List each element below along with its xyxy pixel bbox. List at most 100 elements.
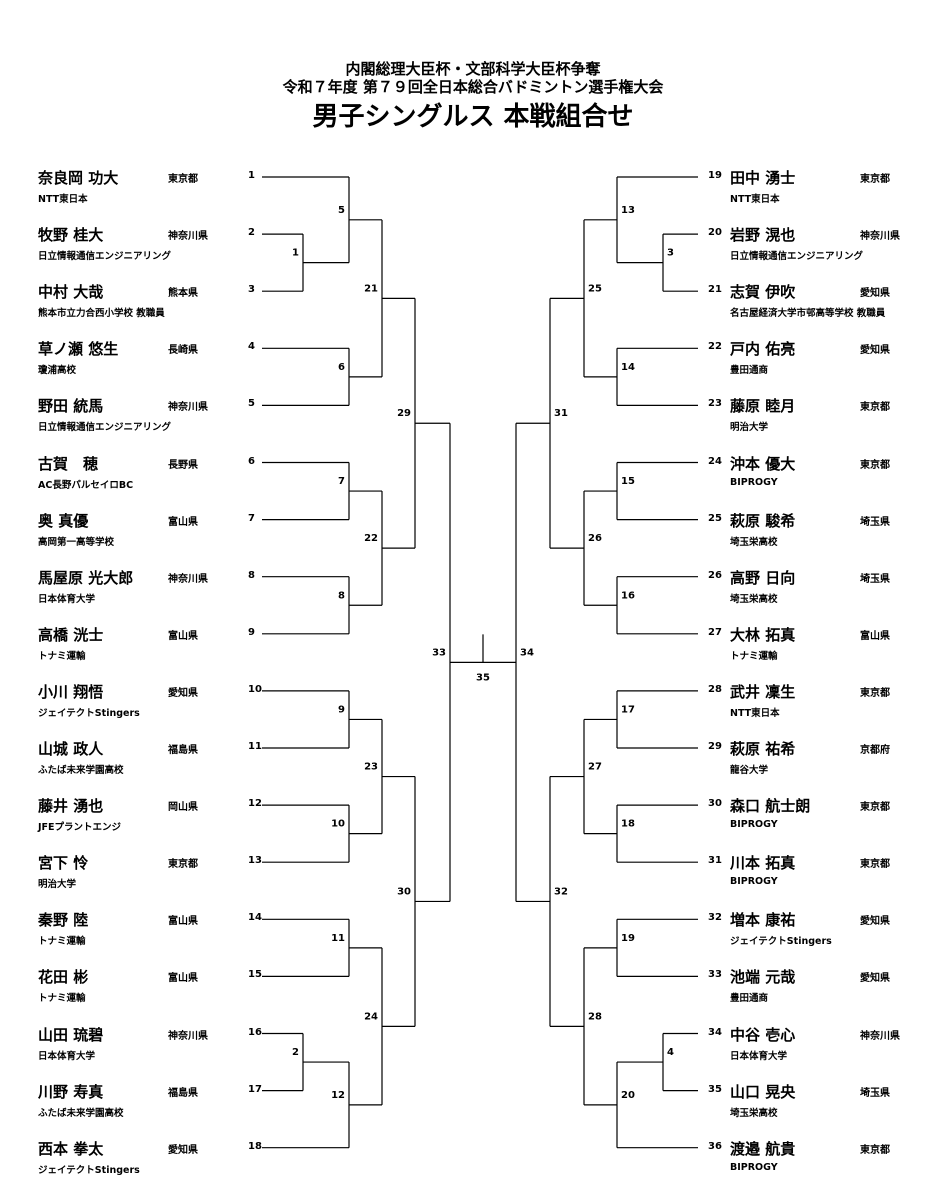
seed-number: 6 [248, 455, 255, 467]
player-team: 日本体育大学 [38, 1050, 96, 1062]
player-team: トナミ運輸 [38, 936, 86, 948]
player-prefecture: 東京都 [860, 859, 890, 871]
player-prefecture: 岡山県 [168, 802, 198, 814]
player-team: 明治大学 [730, 422, 769, 434]
match-number: 20 [621, 1090, 635, 1101]
player-entry: 花田 彬富山県トナミ運輸 [38, 966, 338, 1012]
seed-number: 28 [708, 683, 722, 695]
match-number: 34 [520, 647, 534, 658]
player-name: 岩野 滉也 [730, 226, 796, 245]
match-number: 1 [292, 248, 299, 259]
match-number: 14 [621, 362, 635, 373]
seed-number: 1 [248, 170, 255, 181]
match-number: 13 [621, 205, 635, 216]
seed-number: 26 [708, 569, 722, 581]
match-number: 29 [397, 408, 411, 419]
player-name: 池端 元哉 [730, 968, 796, 987]
match-number: 8 [338, 590, 345, 601]
match-number: 7 [338, 476, 345, 487]
seed-number: 12 [248, 798, 262, 810]
player-entry: 萩原 駿希埼玉県埼玉栄高校 [730, 510, 946, 556]
seed-number: 4 [248, 341, 255, 353]
player-prefecture: 神奈川県 [168, 1030, 208, 1042]
player-team: NTT東日本 [730, 194, 780, 205]
seed-number: 11 [248, 741, 262, 752]
player-name: 奈良岡 功大 [38, 169, 119, 187]
player-prefecture: 長野県 [168, 459, 198, 471]
player-prefecture: 愛知県 [860, 288, 890, 300]
player-prefecture: 愛知県 [860, 916, 890, 928]
match-number: 27 [588, 762, 602, 773]
player-name: 武井 凜生 [730, 682, 796, 701]
player-name: 西本 拳太 [38, 1139, 104, 1158]
player-prefecture: 埼玉県 [860, 573, 890, 585]
player-name: 森口 航士朗 [730, 797, 811, 816]
player-prefecture: 富山県 [860, 630, 890, 642]
player-team: 明治大学 [38, 879, 77, 891]
player-name: 山口 晃央 [730, 1082, 796, 1101]
player-name: 草ノ瀬 悠生 [38, 340, 119, 359]
match-number: 25 [588, 283, 602, 294]
match-number: 4 [667, 1047, 674, 1058]
match-number: 15 [621, 476, 635, 487]
player-entry: 草ノ瀬 悠生長崎県瓊浦高校 [38, 338, 338, 384]
player-prefecture: 埼玉県 [860, 516, 890, 528]
player-prefecture: 神奈川県 [168, 573, 208, 585]
match-number: 18 [621, 819, 635, 830]
player-team: ふたば未来学園高校 [38, 1107, 124, 1119]
player-prefecture: 福島県 [168, 745, 198, 756]
match-number: 24 [364, 1011, 378, 1022]
match-number: 26 [588, 533, 602, 544]
seed-number: 32 [708, 912, 722, 924]
player-name: 藤原 睦月 [730, 397, 796, 416]
player-name: 沖本 優大 [730, 454, 796, 473]
match-number: 30 [397, 886, 411, 897]
player-team: 日立情報通信エンジニアリング [730, 251, 864, 263]
player-entry: 宮下 怜東京都明治大学 [38, 852, 338, 898]
player-prefecture: 東京都 [168, 859, 198, 871]
player-entry: 川野 寿真福島県ふたば未来学園高校 [38, 1081, 338, 1127]
player-team: BIPROGY [730, 1161, 778, 1173]
player-name: 古賀 穂 [38, 454, 99, 473]
player-team: ジェイテクトStingers [38, 707, 140, 719]
player-name: 馬屋原 光大郎 [38, 568, 134, 587]
seed-number: 33 [708, 969, 722, 981]
match-number: 9 [338, 704, 345, 715]
player-entry: 中谷 壱心神奈川県日本体育大学 [730, 1024, 946, 1070]
player-entry: 高野 日向埼玉県埼玉栄高校 [730, 567, 946, 613]
seed-number: 5 [248, 398, 255, 410]
player-team: NTT東日本 [730, 707, 780, 719]
player-team: 豊田通商 [730, 993, 769, 1005]
player-prefecture: 埼玉県 [860, 1087, 890, 1099]
seed-number: 35 [708, 1083, 722, 1095]
player-team: 熊本市立力合西小学校 教職員 [38, 308, 165, 320]
seed-number: 24 [708, 455, 722, 467]
final-match-number: 35 [476, 672, 490, 683]
match-number: 32 [554, 886, 568, 897]
player-entry: 増本 康祐愛知県ジェイテクトStingers [730, 909, 946, 955]
match-number: 11 [331, 933, 345, 944]
player-name: 渡邉 航貴 [730, 1139, 796, 1158]
match-number: 31 [554, 408, 568, 419]
page-title: 男子シングルス 本戦組合せ [312, 102, 634, 132]
player-entry: 大林 拓真富山県トナミ運輸 [730, 624, 946, 670]
seed-number: 8 [248, 569, 255, 581]
player-team: 豊田通商 [730, 365, 769, 377]
seed-number: 36 [708, 1140, 722, 1152]
player-prefecture: 福島県 [168, 1087, 198, 1099]
player-prefecture: 富山県 [168, 630, 198, 642]
seed-number: 16 [248, 1026, 262, 1038]
player-name: 志賀 伊吹 [730, 283, 796, 302]
player-team: ジェイテクトStingers [38, 1164, 140, 1176]
player-team: BIPROGY [730, 476, 778, 488]
player-name: 中村 大哉 [38, 283, 104, 302]
player-name: 小川 翔悟 [38, 682, 104, 701]
player-prefecture: 東京都 [860, 687, 890, 699]
player-prefecture: 神奈川県 [860, 231, 900, 243]
player-entry: 秦野 陸富山県トナミ運輸 [38, 909, 338, 955]
